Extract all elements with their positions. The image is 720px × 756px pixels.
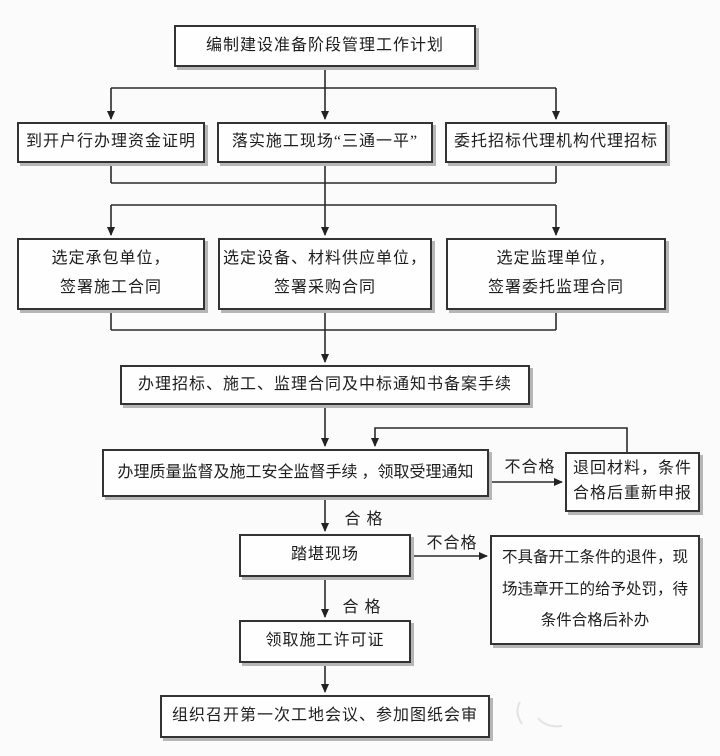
node-agent-label: 委托招标代理机构代理招标 xyxy=(453,133,658,151)
node-supervisor-line2: 签署委托监理合同 xyxy=(487,279,624,297)
node-site-prep-label: 落实施工现场“三通一平” xyxy=(231,133,419,151)
node-site-visit-label: 踏堪现场 xyxy=(290,546,359,564)
node-filing: 办理招标、施工、监理合同及中标通知书备案手续 xyxy=(120,365,530,405)
node-return-materials-line1: 退回材料，条件 xyxy=(572,459,692,477)
edge-row3-to-filing xyxy=(110,310,557,363)
node-quality: 办理质量监督及施工安全监督手续 ，领取受理通知 xyxy=(102,449,489,497)
node-supplier-line2: 签署采购合同 xyxy=(273,279,376,297)
node-penalty-line3: 条件合格后补办 xyxy=(540,612,650,630)
node-meeting: 组织召开第一次工地会议、参加图纸会审 xyxy=(160,695,490,738)
node-plan: 编制建设准备阶段管理工作计划 xyxy=(174,25,476,67)
edge-label-site-visit-pass: 合 格 xyxy=(342,599,382,616)
node-supervisor-line1: 选定监理单位， xyxy=(496,249,616,267)
node-permit-label: 领取施工许可证 xyxy=(265,632,385,650)
watermark xyxy=(516,701,563,728)
edge-return-feedback xyxy=(371,427,628,452)
node-site-visit: 踏堪现场 xyxy=(239,534,411,577)
edge-row2-to-row3 xyxy=(107,163,560,236)
node-meeting-label: 组织召开第一次工地会议、参加图纸会审 xyxy=(171,707,478,725)
node-return-materials: 退回材料，条件 合格后重新申报 xyxy=(565,452,700,512)
node-return-materials-line2: 合格后重新申报 xyxy=(572,485,692,503)
node-supplier-line1: 选定设备、材料供应单位， xyxy=(222,249,427,267)
node-contractor: 选定承包单位， 签署施工合同 xyxy=(17,238,205,310)
node-penalty-line2: 场违章开工的给予处罚，待 xyxy=(501,580,688,598)
node-penalty: 不具备开工条件的退件，现 场违章开工的给予处罚，待 条件合格后补办 xyxy=(490,535,700,645)
node-supervisor: 选定监理单位， 签署委托监理合同 xyxy=(446,238,666,310)
edge-label-quality-pass: 合 格 xyxy=(344,511,384,528)
node-penalty-line1: 不具备开工条件的退件，现 xyxy=(501,549,688,567)
edge-label-quality-fail: 不合格 xyxy=(504,459,556,476)
node-agent: 委托招标代理机构代理招标 xyxy=(445,122,667,163)
node-supplier: 选定设备、材料供应单位， 签署采购合同 xyxy=(218,238,432,310)
node-contractor-line1: 选定承包单位， xyxy=(51,249,171,267)
node-fund-label: 到开户行办理资金证明 xyxy=(25,133,196,151)
edge-label-site-visit-fail: 不合格 xyxy=(426,535,478,552)
edge-plan-to-row2 xyxy=(107,67,560,120)
node-quality-label: 办理质量监督及施工安全监督手续 ，领取受理通知 xyxy=(117,463,474,481)
node-filing-label: 办理招标、施工、监理合同及中标通知书备案手续 xyxy=(137,375,512,393)
node-plan-label: 编制建设准备阶段管理工作计划 xyxy=(205,36,444,54)
node-permit: 领取施工许可证 xyxy=(239,620,411,663)
node-contractor-line2: 签署施工合同 xyxy=(59,279,162,297)
node-site-prep: 落实施工现场“三通一平” xyxy=(217,122,433,163)
node-fund: 到开户行办理资金证明 xyxy=(17,122,205,163)
